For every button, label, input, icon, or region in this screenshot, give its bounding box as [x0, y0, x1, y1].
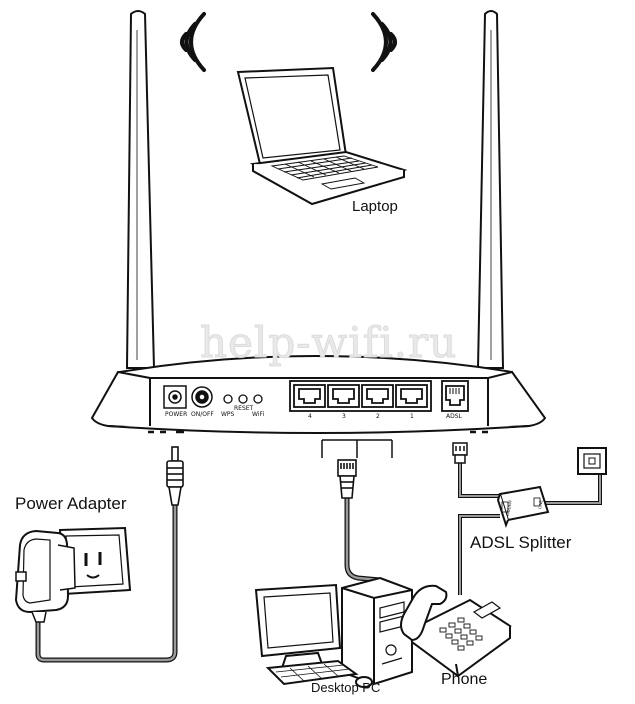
desktop-pc-label: Desktop PC [311, 680, 381, 695]
wps-label: WPS [221, 411, 235, 418]
wifi-button [253, 394, 263, 404]
laptop-label: Laptop [352, 198, 398, 215]
power-adapter-label: Power Adapter [15, 494, 127, 513]
phone-cables [458, 462, 602, 595]
reset-button [238, 394, 248, 404]
power-adapter-icon [14, 529, 76, 623]
on-off-button [191, 386, 213, 408]
wifi-signal-left-icon [180, 12, 206, 72]
reset-label: RESET [234, 405, 254, 412]
wps-button [223, 394, 233, 404]
rj45-plug-icon [337, 459, 357, 499]
left-antenna [125, 10, 156, 369]
lan-port-2 [361, 384, 394, 408]
lan-port-label-3: 3 [342, 413, 346, 420]
rj11-plug-icon [452, 442, 468, 464]
lan-port-3 [327, 384, 360, 408]
adsl-port [441, 380, 469, 412]
dc-plug-icon [166, 446, 184, 506]
wifi-label: WiFi [252, 411, 264, 418]
lan-bracket [321, 439, 393, 458]
splitter-line-label: LINE [537, 499, 544, 509]
lan-port-4 [293, 384, 326, 408]
power-jack [163, 385, 187, 409]
on-off-label: ON/OFF [191, 411, 214, 418]
wifi-signal-right-icon [371, 12, 397, 72]
lan-port-label-4: 4 [308, 413, 312, 420]
laptop-icon [236, 66, 408, 206]
ethernet-cable [344, 498, 381, 583]
watermark: help-wifi.ru [199, 318, 458, 368]
adsl-splitter-label: ADSL Splitter [470, 533, 572, 552]
power-cable [35, 505, 178, 663]
telephone-icon [400, 584, 512, 678]
desktop-pc-icon [254, 576, 413, 688]
splitter-modem-label: MODEM [505, 499, 513, 516]
lan-port-1 [395, 384, 428, 408]
wall-phone-jack-icon [577, 447, 607, 475]
lan-port-label-1: 1 [410, 413, 414, 420]
phone-label: Phone [441, 671, 488, 688]
lan-port-label-2: 2 [376, 413, 380, 420]
power-port-label: POWER [165, 411, 187, 418]
lan-ports [289, 380, 432, 412]
adsl-splitter-icon [496, 485, 550, 528]
right-antenna [476, 10, 505, 369]
adsl-port-label: ADSL [446, 413, 463, 420]
